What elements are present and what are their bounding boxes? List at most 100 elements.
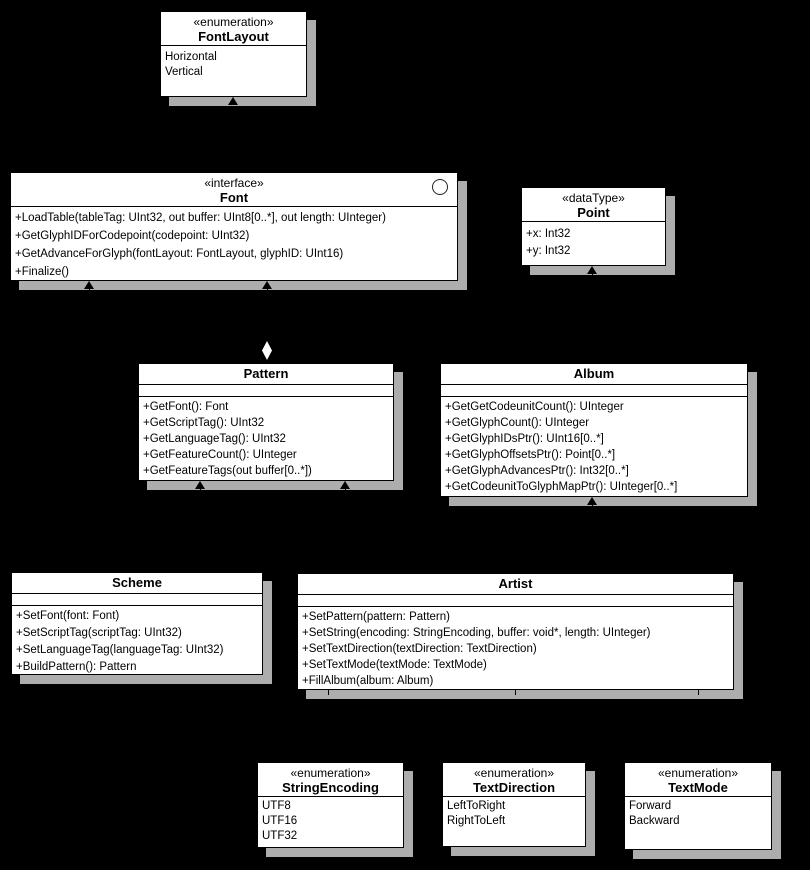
member-line: Backward (629, 815, 680, 827)
class-name: Album (573, 366, 615, 381)
class-name: FontLayout (198, 29, 269, 44)
member-line: RightToLeft (447, 815, 506, 827)
member-line: +GetFont(): Font (143, 401, 229, 413)
member-line: +SetScriptTag(scriptTag: UInt32) (16, 627, 182, 639)
member-line: +Finalize() (15, 266, 70, 278)
stereotype-label: «enumeration» (290, 766, 371, 780)
stereotype-label: «enumeration» (193, 15, 274, 29)
class-name: Pattern (243, 366, 289, 381)
box-header: Album (441, 364, 747, 385)
arrowhead-down-textmode (693, 754, 703, 762)
box-header: Scheme (12, 573, 262, 594)
connector-artist-to-stringencoding (328, 690, 329, 756)
member-line: +GetCodeunitToGlyphMapPtr(): UInteger[0.… (445, 481, 678, 493)
methods-compartment: +SetPattern(pattern: Pattern) +SetString(… (298, 607, 733, 689)
arrowhead-up-album (587, 497, 597, 505)
connector-artist-to-album (592, 505, 593, 573)
class-box-artist: Artist +SetPattern(pattern: Pattern)+Set… (297, 573, 734, 690)
arrowhead-up-font-left (84, 281, 94, 289)
member-line: +GetGlyphIDForCodepoint(codepoint: UInt3… (15, 230, 250, 242)
arrowhead-down-stringencoding (323, 754, 333, 762)
attributes-compartment-empty (139, 385, 393, 397)
methods-compartment: +LoadTable(tableTag: UInt32, out buffer:… (11, 207, 457, 281)
arrowhead-up-point (587, 266, 597, 274)
stereotype-label: «enumeration» (473, 766, 555, 780)
arrowhead-up-pattern-right (340, 481, 350, 489)
member-line: +LoadTable(tableTag: UInt32, out buffer:… (15, 212, 386, 224)
member-line: +GetGlyphOffsetsPtr(): Point[0..*] (445, 449, 616, 461)
connector-scheme-to-pattern (200, 489, 201, 572)
member-line: +GetFeatureTags(out buffer[0..*]) (143, 465, 312, 477)
member-line: Forward (629, 800, 672, 812)
attributes-compartment-empty (441, 385, 747, 397)
member-line: +GetScriptTag(): UInt32 (143, 417, 265, 429)
class-box-point: «dataType» Point +x: Int32 +y: Int32 (521, 187, 666, 266)
attributes-compartment: +x: Int32 +y: Int32 (522, 222, 665, 260)
member-line: +GetGlyphIDsPtr(): UInt16[0..*] (445, 433, 604, 445)
member-line: +BuildPattern(): Pattern (16, 661, 137, 673)
arrowhead-down-textdirection (510, 754, 520, 762)
member-line: +SetString(encoding: StringEncoding, buf… (302, 627, 651, 639)
class-name: Point (577, 205, 610, 220)
member-line: +SetPattern(pattern: Pattern) (302, 611, 450, 623)
connector-scheme-to-font (89, 289, 90, 572)
member-line: +y: Int32 (526, 245, 571, 257)
box-header: «enumeration» StringEncoding (258, 763, 403, 797)
box-header: «interface» Font (11, 173, 457, 207)
connector-artist-to-textdirection (515, 690, 516, 756)
methods-compartment: +GetGetCodeunitCount(): UInteger +GetGlyp… (441, 397, 747, 495)
member-line: +SetTextMode(textMode: TextMode) (302, 659, 487, 671)
connector-font-to-fontlayout (232, 106, 233, 172)
class-name: StringEncoding (282, 780, 379, 795)
member-line: +GetGlyphAdvancesPtr(): Int32[0..*] (445, 465, 629, 477)
member-line: +SetLanguageTag(languageTag: UInt32) (16, 644, 224, 656)
member-line: LeftToRight (447, 800, 506, 812)
arrowhead-up-pattern-left (195, 481, 205, 489)
interface-circle-icon (432, 179, 448, 195)
class-name: Scheme (112, 575, 162, 590)
attributes-compartment-empty (298, 595, 733, 607)
box-header: «enumeration» TextMode (625, 763, 771, 797)
connector-artist-to-textmode (698, 690, 699, 756)
class-name: TextDirection (472, 780, 556, 795)
member-line: +FillAlbum(album: Album) (302, 675, 434, 687)
class-name: Artist (498, 576, 533, 591)
class-name: Font (219, 190, 249, 205)
box-header: Pattern (139, 364, 393, 385)
methods-compartment: +GetFont(): Font +GetScriptTag(): UInt32 +… (139, 397, 393, 479)
member-line: +SetFont(font: Font) (16, 610, 120, 622)
member-line: UTF16 (262, 815, 298, 827)
connector-artist-to-pattern (345, 489, 346, 573)
arrowhead-up-fontlayout (228, 97, 238, 105)
aggregation-diamond-icon (262, 341, 272, 360)
member-line: Vertical (165, 66, 203, 78)
member-line: +GetFeatureCount(): UInteger (143, 449, 297, 461)
methods-compartment: +SetFont(font: Font) +SetScriptTag(script… (12, 606, 262, 676)
class-box-pattern: Pattern +GetFont(): Font +GetScriptTag():… (138, 363, 394, 481)
member-line: +SetTextDirection(textDirection: TextDir… (302, 643, 537, 655)
member-line: +GetAdvanceForGlyph(fontLayout: FontLayo… (15, 248, 344, 260)
class-name: TextMode (668, 780, 728, 795)
attributes-compartment-empty (12, 594, 262, 606)
box-header: «enumeration» FontLayout (161, 12, 306, 46)
connector-album-to-point (592, 274, 593, 363)
member-line: UTF32 (262, 830, 298, 842)
member-line: +x: Int32 (526, 228, 571, 240)
member-line: +GetLanguageTag(): UInt32 (143, 433, 286, 445)
stereotype-label: «interface» (204, 176, 264, 190)
class-box-scheme: Scheme +SetFont(font: Font) +SetScriptTag… (11, 572, 263, 675)
arrowhead-up-font-right (262, 281, 272, 289)
box-header: Artist (298, 574, 733, 595)
member-line: +GetGetCodeunitCount(): UInteger (445, 401, 624, 413)
stereotype-label: «dataType» (562, 191, 625, 205)
class-box-font: «interface» Font +LoadTable(tableTag: UI… (10, 172, 458, 281)
